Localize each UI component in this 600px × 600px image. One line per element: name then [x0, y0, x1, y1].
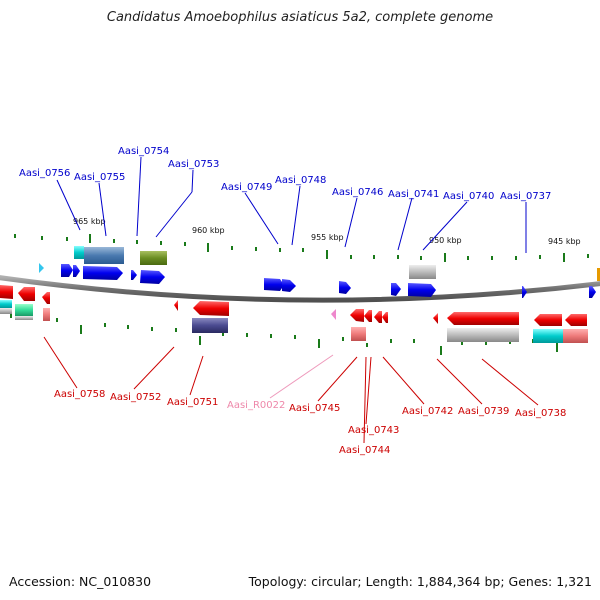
label-Aasi_0752: Aasi_0752 [110, 392, 161, 403]
rna-leader-line [269, 354, 334, 399]
tick-label-955: 955 kbp [311, 233, 344, 242]
label-Aasi_0741: Aasi_0741 [388, 189, 439, 200]
label-Aasi_0742: Aasi_0742 [402, 406, 453, 417]
forward-strand-genes [39, 263, 596, 298]
label-Aasi_0737: Aasi_0737 [500, 191, 551, 202]
tick-label-950: 950 kbp [429, 236, 462, 245]
outer-tick-marks [14, 234, 589, 262]
label-Aasi_0745: Aasi_0745 [289, 403, 340, 414]
page-title: Candidatus Amoebophilus asiaticus 5a2, c… [106, 10, 494, 25]
rna-gene-R0022 [331, 309, 336, 320]
label-Aasi_0756: Aasi_0756 [19, 168, 70, 179]
label-Aasi_0749: Aasi_0749 [221, 182, 272, 193]
label-Aasi_0753: Aasi_0753 [168, 159, 219, 170]
label-Aasi_0746: Aasi_0746 [332, 187, 383, 198]
forward-leader-lines [56, 156, 527, 253]
label-Aasi_0744: Aasi_0744 [339, 445, 390, 456]
label-Aasi_0751: Aasi_0751 [167, 397, 218, 408]
reverse-leader-lines [43, 336, 539, 444]
outer-feature-track [74, 246, 600, 281]
label-Aasi_0738: Aasi_0738 [515, 408, 566, 419]
inner-tick-marks [10, 314, 582, 355]
label-Aasi_0758: Aasi_0758 [54, 389, 105, 400]
label-Aasi_R0022: Aasi_R0022 [227, 400, 285, 411]
reverse-strand-genes [0, 285, 587, 326]
tick-label-945: 945 kbp [548, 237, 581, 246]
tick-label-960: 960 kbp [192, 226, 225, 235]
genome-backbone [0, 275, 600, 303]
label-Aasi_0743: Aasi_0743 [348, 425, 399, 436]
label-Aasi_0755: Aasi_0755 [74, 172, 125, 183]
inner-feature-track [0, 300, 588, 343]
label-Aasi_0739: Aasi_0739 [458, 406, 509, 417]
label-Aasi_0754: Aasi_0754 [118, 146, 169, 157]
genome-summary: Topology: circular; Length: 1,884,364 bp… [248, 574, 592, 589]
label-Aasi_0740: Aasi_0740 [443, 191, 494, 202]
label-Aasi_0748: Aasi_0748 [275, 175, 326, 186]
tick-label-965: 965 kbp [73, 217, 106, 226]
accession-label: Accession: NC_010830 [9, 574, 152, 589]
